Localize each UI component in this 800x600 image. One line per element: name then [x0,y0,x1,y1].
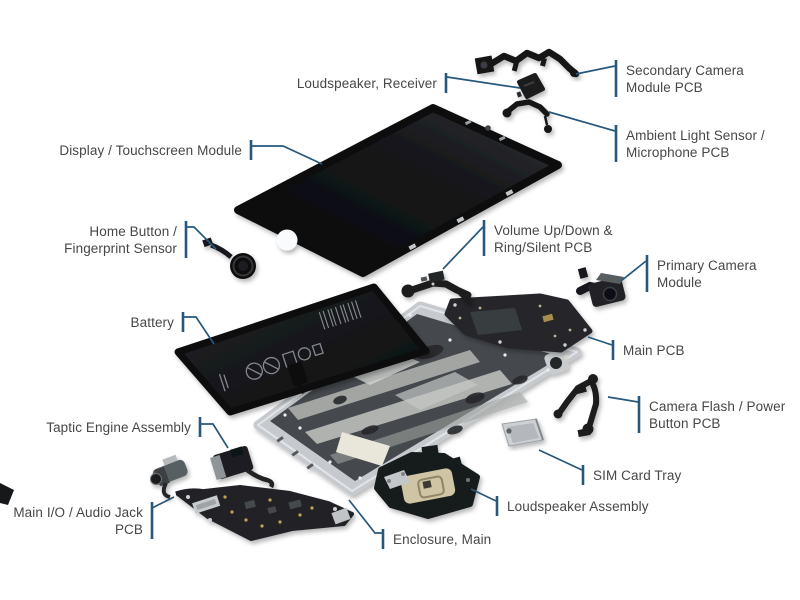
label-text: SIM Card Tray [593,468,682,483]
label-enclosure-main: Enclosure, Main [393,531,491,548]
label-text: Fingerprint Sensor [64,241,177,256]
label-display-module: Display / Touchscreen Module [59,142,242,159]
label-main-io-audio-jack: Main I/O / Audio Jack PCB [13,504,143,538]
loudspeaker-assembly-part [374,444,480,519]
label-loudspeaker-assembly: Loudspeaker Assembly [507,498,649,515]
label-loudspeaker-receiver: Loudspeaker, Receiver [297,75,437,92]
leader-secondary-camera [575,65,616,75]
label-text: Ring/Silent PCB [494,240,593,255]
leader-lines [150,60,649,549]
label-taptic-engine: Taptic Engine Assembly [46,419,191,436]
label-text: Main PCB [623,343,685,358]
primary-camera-part [576,267,626,307]
label-text: Microphone PCB [626,145,730,160]
front-camera-dot [485,125,491,131]
leader-battery [184,316,215,345]
label-text: Secondary Camera [626,63,744,78]
main-pcb-part [444,293,593,353]
label-main-pcb: Main PCB [623,342,685,359]
label-sim-card-tray: SIM Card Tray [593,467,681,484]
battery-printing [218,300,362,392]
loudspeaker-receiver-part [516,73,545,99]
edge-clipped-flex-part [0,483,14,505]
leader-speaker-assembly [470,488,497,502]
leader-display [252,145,323,165]
label-battery: Battery [131,314,174,331]
label-text: Button PCB [649,416,721,431]
battery-connector [286,361,309,387]
label-text: Volume Up/Down & [494,223,613,238]
screws [283,313,550,480]
label-text: Loudspeaker, Receiver [296,76,437,91]
audio-jack-opening [150,473,162,485]
label-text: Taptic Engine Assembly [46,420,191,435]
leader-main-pcb [587,336,613,346]
display-clips [408,119,514,251]
label-text: Camera Flash / Power [649,399,786,414]
leader-volume [442,226,484,270]
display-module-part [234,104,562,277]
label-text: Loudspeaker Assembly [507,499,649,514]
label-text: Enclosure, Main [393,532,492,547]
label-volume-ring-silent: Volume Up/Down & Ring/Silent PCB [494,222,613,256]
label-text: Home Button / [89,224,177,239]
ambient-light-sensor-flex-part [502,99,552,133]
label-ambient-light-sensor: Ambient Light Sensor / Microphone PCB [626,127,765,161]
leader-camera-flash [607,396,639,403]
label-secondary-camera: Secondary Camera Module PCB [626,62,744,96]
sim-card-tray-part [501,418,544,447]
leader-sim [538,449,583,471]
secondary-camera-flex-part [474,48,580,78]
leader-taptic [201,423,229,449]
volume-ring-silent-flex-part [401,270,472,304]
label-text: Primary Camera [657,258,757,273]
label-text: Main I/O / Audio Jack [13,505,143,520]
label-text: Display / Touchscreen Module [59,143,242,158]
label-text: Battery [130,315,174,330]
home-button-opening [276,229,298,251]
leader-main-io [151,496,175,509]
label-camera-flash-power: Camera Flash / Power Button PCB [649,398,785,432]
leader-loudspeaker-receiver [446,76,521,89]
camera-flash-power-flex-part [553,374,600,437]
enclosure-main-part [253,301,582,496]
label-home-button: Home Button / Fingerprint Sensor [64,223,177,257]
battery-well-label [336,432,390,466]
main-io-audio-jack-flex-part [150,454,354,541]
label-text: Ambient Light Sensor / [626,128,765,143]
port-slots [276,436,314,470]
label-text: PCB [114,522,143,537]
label-primary-camera: Primary Camera Module [657,257,757,291]
leader-ambient [548,111,616,132]
battery-part [174,283,430,416]
label-text: Module [657,275,702,290]
label-text: Module PCB [626,80,703,95]
leader-primary-camera [620,260,647,282]
leader-home-button [187,226,217,250]
rear-camera-mount [544,350,569,375]
home-button-part [202,237,256,279]
taptic-engine-part [210,446,275,489]
leader-enclosure [348,499,382,534]
camera-lens [602,286,618,302]
